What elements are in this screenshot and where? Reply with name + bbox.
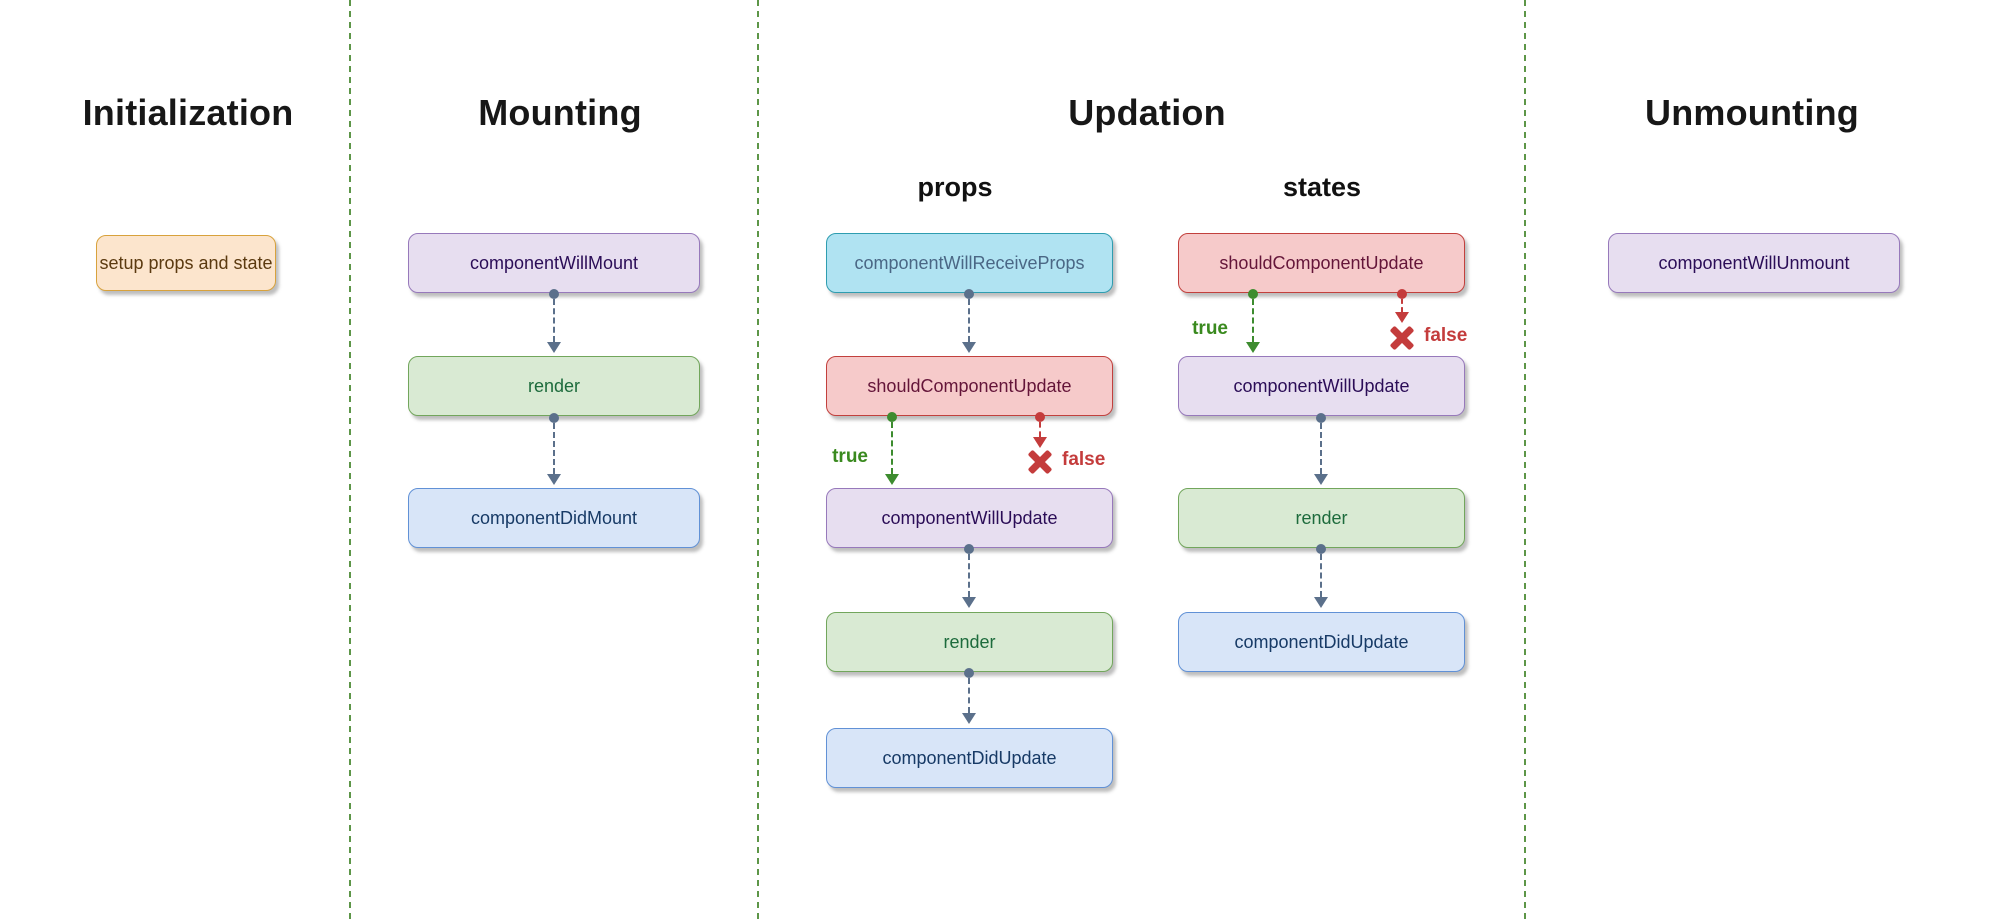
node-label: componentWillUnmount [1658, 252, 1850, 273]
section-divider [349, 0, 351, 924]
arrow-line [1320, 423, 1322, 474]
node-render-props: render [826, 612, 1113, 672]
section-divider [757, 0, 759, 924]
arrow-start-dot-icon [964, 544, 974, 554]
false-branch-arrow [1033, 412, 1047, 448]
arrow-line [968, 678, 970, 713]
node-label: componentWillUpdate [881, 507, 1058, 528]
section-title-initialization: Initialization [82, 92, 294, 133]
arrow-head-icon [885, 474, 899, 485]
true-branch-arrow [885, 412, 899, 485]
false-label: false [1062, 449, 1106, 470]
node-label: shouldComponentUpdate [1219, 252, 1424, 273]
section-title-mounting: Mounting [478, 92, 642, 133]
node-should-component-update-states: shouldComponentUpdate [1178, 233, 1465, 293]
arrow-line [553, 299, 555, 342]
node-label: shouldComponentUpdate [867, 375, 1072, 396]
arrow-head-icon [962, 342, 976, 353]
arrow-start-dot-icon [1316, 544, 1326, 554]
arrow-head-icon [962, 597, 976, 608]
node-render-states: render [1178, 488, 1465, 548]
flow-arrow [962, 668, 976, 724]
arrow-head-icon [1395, 312, 1409, 323]
node-label: render [943, 631, 996, 652]
node-label: componentWillReceiveProps [854, 252, 1085, 273]
arrow-start-dot-icon [1035, 412, 1045, 422]
arrow-line [1401, 299, 1403, 312]
arrow-start-dot-icon [964, 289, 974, 299]
node-label: render [1295, 507, 1348, 528]
node-label: setup props and state [99, 252, 273, 273]
node-should-component-update-props: shouldComponentUpdate [826, 356, 1113, 416]
arrow-line [968, 299, 970, 342]
node-render-mounting: render [408, 356, 700, 416]
node-component-did-mount: componentDidMount [408, 488, 700, 548]
node-label: componentWillUpdate [1233, 375, 1410, 396]
flow-arrow [547, 413, 561, 485]
arrow-start-dot-icon [964, 668, 974, 678]
subcolumn-title-states: states [1282, 172, 1362, 202]
flow-arrow [1314, 413, 1328, 485]
node-component-will-unmount: componentWillUnmount [1608, 233, 1900, 293]
arrow-start-dot-icon [549, 413, 559, 423]
flow-arrow [962, 289, 976, 353]
false-label: false [1424, 325, 1468, 346]
section-title-updation: Updation [1068, 92, 1226, 133]
node-component-will-update-props: componentWillUpdate [826, 488, 1113, 548]
false-branch-arrow [1395, 289, 1409, 323]
node-label: componentDidUpdate [1234, 631, 1409, 652]
node-component-will-receive-props: componentWillReceiveProps [826, 233, 1113, 293]
node-component-will-mount: componentWillMount [408, 233, 700, 293]
false-x-icon [1027, 449, 1053, 475]
arrow-line [1039, 422, 1041, 437]
flow-arrow [547, 289, 561, 353]
arrow-head-icon [1314, 597, 1328, 608]
arrow-head-icon [547, 474, 561, 485]
arrow-line [891, 422, 893, 474]
flow-arrow [1314, 544, 1328, 608]
true-label: true [1192, 318, 1228, 339]
node-label: componentDidUpdate [882, 747, 1057, 768]
node-component-will-update-states: componentWillUpdate [1178, 356, 1465, 416]
arrow-head-icon [1314, 474, 1328, 485]
node-component-did-update-props: componentDidUpdate [826, 728, 1113, 788]
arrow-start-dot-icon [1397, 289, 1407, 299]
arrow-line [553, 423, 555, 474]
arrow-start-dot-icon [1248, 289, 1258, 299]
arrow-head-icon [1246, 342, 1260, 353]
section-title-unmounting: Unmounting [1645, 92, 1859, 133]
node-setup-props-and-state: setup props and state [96, 235, 276, 291]
true-label: true [832, 446, 868, 467]
false-x-icon [1389, 325, 1415, 351]
node-label: componentWillMount [469, 252, 639, 273]
node-label: render [527, 375, 581, 396]
arrow-head-icon [547, 342, 561, 353]
arrow-start-dot-icon [549, 289, 559, 299]
node-component-did-update-states: componentDidUpdate [1178, 612, 1465, 672]
arrow-line [968, 554, 970, 597]
flow-arrow [962, 544, 976, 608]
arrow-start-dot-icon [1316, 413, 1326, 423]
arrow-start-dot-icon [887, 412, 897, 422]
arrow-head-icon [1033, 437, 1047, 448]
arrow-line [1252, 299, 1254, 342]
node-label: componentDidMount [470, 507, 638, 528]
section-divider [1524, 0, 1526, 924]
subcolumn-title-props: props [917, 172, 993, 202]
true-branch-arrow [1246, 289, 1260, 353]
arrow-line [1320, 554, 1322, 597]
arrow-head-icon [962, 713, 976, 724]
